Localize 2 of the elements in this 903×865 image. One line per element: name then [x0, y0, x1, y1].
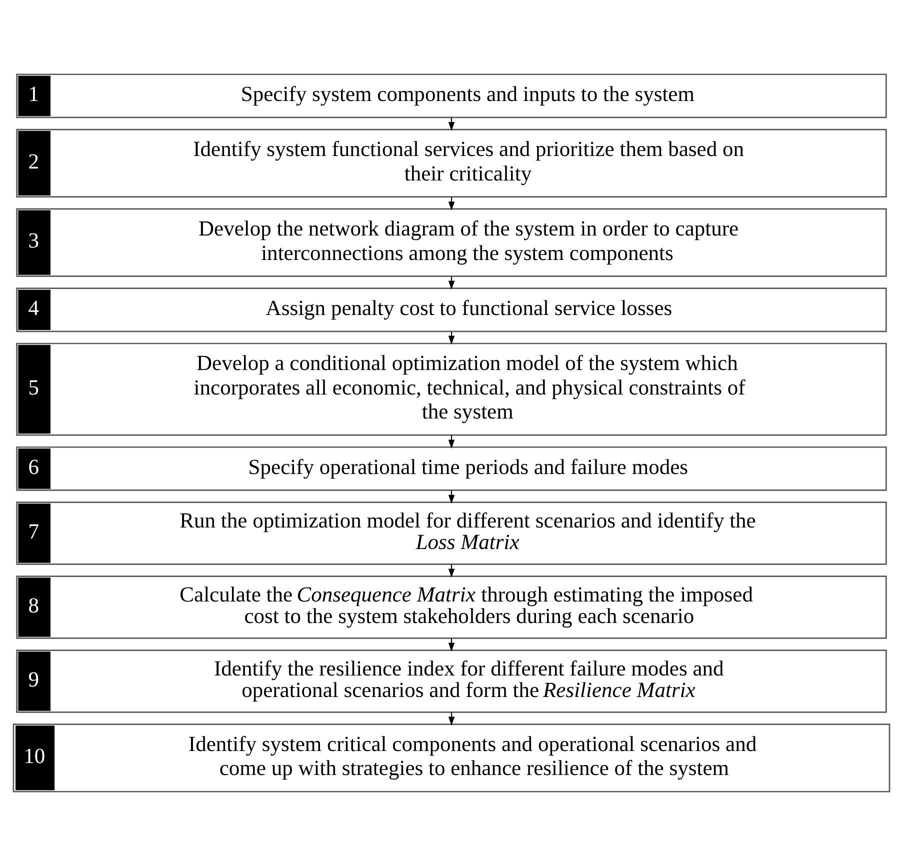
- arrow: [448, 712, 455, 726]
- arrow: [448, 117, 455, 130]
